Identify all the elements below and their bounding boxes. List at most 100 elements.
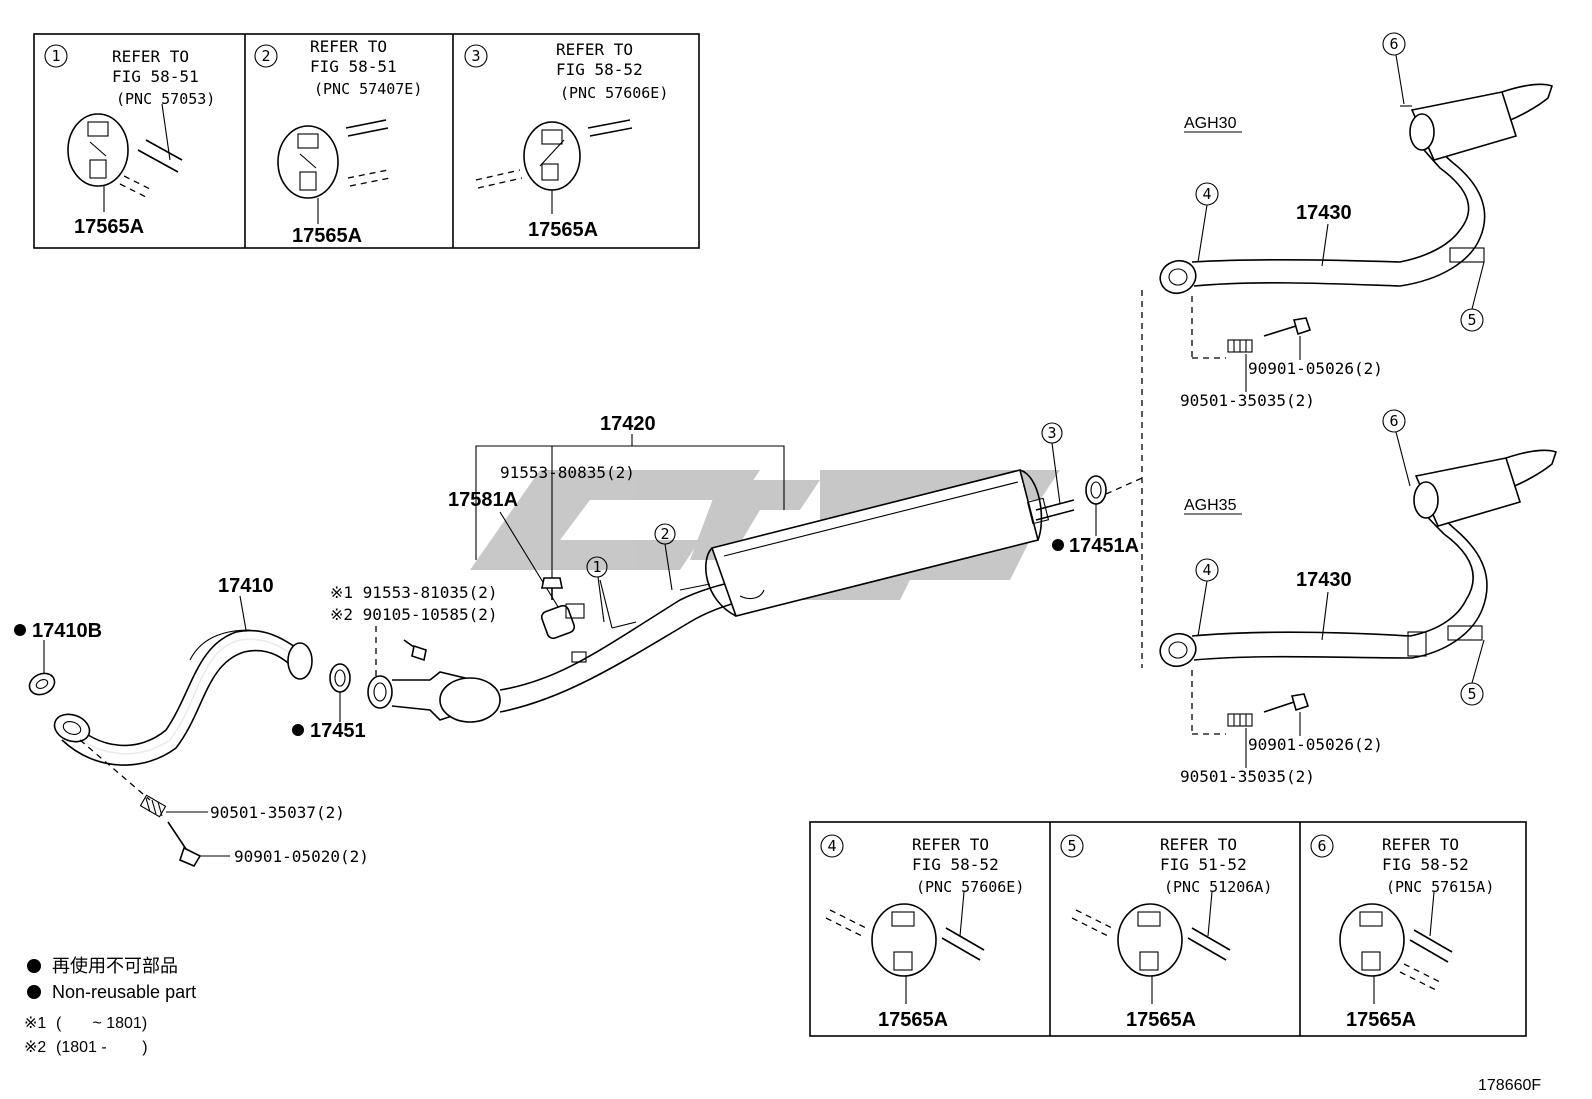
inset-2-refer: REFER TO	[310, 37, 387, 56]
note-2-mark: ※2	[24, 1039, 46, 1056]
bolt-icon	[541, 577, 563, 600]
callout-5-lower: 5	[1460, 639, 1485, 706]
inset-panel-bottom: 4 REFER TO FIG 58-52 (PNC 57606E) 17565A…	[809, 821, 1527, 1037]
inset-5: 5 REFER TO FIG 51-52 (PNC 51206A) 17565A	[1060, 834, 1272, 1031]
svg-text:4: 4	[1202, 561, 1211, 579]
bolt-icon	[403, 639, 427, 662]
inset-6-pnc: (PNC 57615A)	[1386, 878, 1494, 896]
inset-1-fig: FIG 58-51	[112, 67, 199, 86]
hanger-icon	[277, 125, 339, 199]
note-1-mark: ※1	[24, 1015, 46, 1032]
inset-2-number: 2	[261, 47, 270, 65]
callout-6-lower: 6	[1382, 409, 1411, 487]
hanger-icon	[523, 121, 581, 191]
part-91553-81035-label: ※1 91553-81035(2)	[330, 583, 498, 602]
note-2-text: (1801 - )	[56, 1039, 148, 1056]
inset-3: 3 REFER TO FIG 58-52 (PNC 57606E) 17565A	[464, 40, 668, 241]
bolt-icon	[1263, 693, 1310, 713]
spring-icon	[1227, 713, 1253, 727]
gasket-17410b-icon	[28, 672, 56, 696]
non-reusable-dot-icon	[14, 624, 26, 636]
center-pipe-17420	[367, 469, 1075, 723]
inset-3-pnc: (PNC 57606E)	[560, 84, 668, 102]
inset-1-number: 1	[51, 47, 60, 65]
inset-3-refer: REFER TO	[556, 40, 633, 59]
hanger-icon	[1117, 903, 1183, 977]
figure-code: 178660F	[1478, 1077, 1541, 1094]
inset-5-refer: REFER TO	[1160, 835, 1237, 854]
inset-6-number: 6	[1317, 837, 1326, 855]
svg-text:5: 5	[1467, 685, 1476, 703]
part-91553-80835-label: 91553-80835(2)	[500, 463, 635, 482]
inset-3-part: 17565A	[528, 219, 598, 241]
inset-5-part: 17565A	[1126, 1009, 1196, 1031]
inset-6-fig: FIG 58-52	[1382, 855, 1469, 874]
part-17430-lower-label: 17430	[1296, 569, 1352, 591]
spring-icon	[1227, 339, 1253, 353]
legend: 再使用不可部品 Non-reusable part ※1 ( ~ 1801) ※…	[24, 956, 196, 1056]
inset-2-fig: FIG 58-51	[310, 57, 397, 76]
inset-5-pnc: (PNC 51206A)	[1164, 878, 1272, 896]
part-17581a-label: 17581A	[448, 489, 518, 511]
svg-text:6: 6	[1389, 412, 1398, 430]
bolt-icon	[167, 821, 202, 868]
callout-4-lower: 4	[1195, 558, 1219, 637]
inset-5-fig: FIG 51-52	[1160, 855, 1247, 874]
inset-4-number: 4	[827, 837, 836, 855]
part-17410b-label: 17410B	[32, 620, 102, 642]
non-reusable-dot-icon	[1052, 539, 1064, 551]
inset-6-part: 17565A	[1346, 1009, 1416, 1031]
inset-2: 2 REFER TO FIG 58-51 (PNC 57407E) 17565A	[254, 37, 422, 247]
note-1-text: ( ~ 1801)	[56, 1015, 147, 1032]
gasket-17451a-icon	[1085, 475, 1107, 505]
bolt-icon	[1263, 317, 1312, 337]
part-17451a-label: 17451A	[1069, 535, 1139, 557]
hanger-icon	[67, 113, 129, 187]
gasket-17451-icon	[329, 663, 351, 693]
variant-agh30-label: AGH30	[1184, 115, 1237, 132]
inset-1-part: 17565A	[74, 216, 144, 238]
inset-1-refer: REFER TO	[112, 47, 189, 66]
callout-2: 2	[654, 523, 676, 591]
legend-jp: 再使用不可部品	[52, 956, 178, 976]
part-90901-05020-label: 90901-05020(2)	[234, 847, 369, 866]
inset-3-number: 3	[471, 47, 480, 65]
inset-1: 1 REFER TO FIG 58-51 (PNC 57053) 17565A	[44, 44, 215, 238]
hanger-icon	[871, 903, 937, 977]
part-90901-05026-upper-label: 90901-05026(2)	[1248, 359, 1383, 378]
callout-3: 3	[1041, 422, 1063, 505]
part-90901-05026-lower-label: 90901-05026(2)	[1248, 735, 1383, 754]
inset-2-part: 17565A	[292, 225, 362, 247]
inset-4-fig: FIG 58-52	[912, 855, 999, 874]
tail-pipe-agh35: AGH35	[1159, 449, 1558, 668]
callout-4-upper: 4	[1195, 182, 1219, 263]
svg-text:6: 6	[1389, 35, 1398, 53]
part-90501-35035-lower-label: 90501-35035(2)	[1180, 767, 1315, 786]
inset-6-refer: REFER TO	[1382, 835, 1459, 854]
part-17430-upper-label: 17430	[1296, 202, 1352, 224]
inset-2-pnc: (PNC 57407E)	[314, 80, 422, 98]
tail-pipe-agh30: AGH30	[1159, 83, 1554, 295]
part-17451-label: 17451	[310, 720, 366, 742]
hanger-icon	[1339, 903, 1405, 977]
inset-3-fig: FIG 58-52	[556, 60, 643, 79]
callout-6-upper: 6	[1382, 32, 1406, 105]
svg-text:1: 1	[592, 558, 601, 576]
inset-panel-top: 1 REFER TO FIG 58-51 (PNC 57053) 17565A …	[33, 33, 700, 249]
non-reusable-dot-icon	[292, 724, 304, 736]
non-reusable-dot-icon	[27, 959, 41, 973]
svg-text:5: 5	[1467, 311, 1476, 329]
inset-1-pnc: (PNC 57053)	[116, 90, 215, 108]
clamp-icon	[540, 603, 585, 640]
part-90501-35037-label: 90501-35037(2)	[210, 803, 345, 822]
legend-en: Non-reusable part	[52, 982, 196, 1002]
inset-4: 4 REFER TO FIG 58-52 (PNC 57606E) 17565A	[820, 834, 1024, 1031]
part-17420-label: 17420	[600, 413, 656, 435]
callout-5-upper: 5	[1460, 261, 1485, 332]
svg-text:3: 3	[1047, 424, 1056, 442]
non-reusable-dot-icon	[27, 985, 41, 999]
bracket-outline	[475, 434, 785, 578]
inset-4-pnc: (PNC 57606E)	[916, 878, 1024, 896]
front-pipe-17410	[53, 629, 313, 766]
variant-agh35-label: AGH35	[1184, 497, 1237, 514]
